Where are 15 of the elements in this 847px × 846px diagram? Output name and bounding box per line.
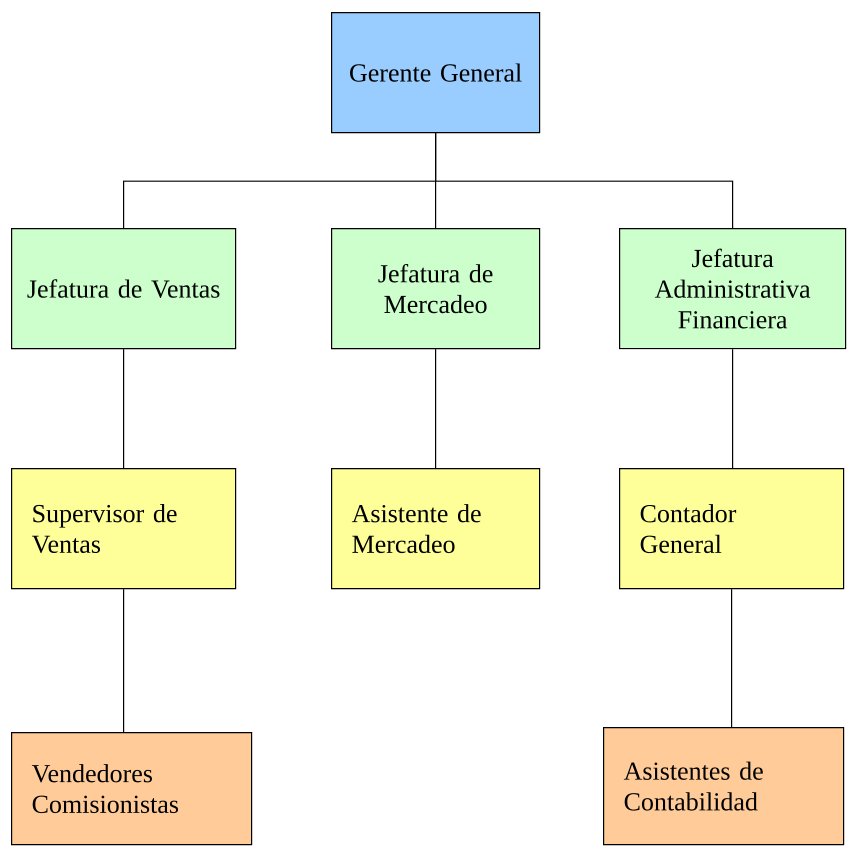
org-box: Asistentes de Contabilidad xyxy=(603,727,844,846)
org-box: Gerente General xyxy=(331,12,540,134)
org-box: Jefatura de Mercadeo xyxy=(331,228,540,350)
org-box: Supervisor de Ventas xyxy=(11,468,236,590)
connector-line xyxy=(435,349,436,468)
connector-line xyxy=(732,349,734,468)
connector-line xyxy=(123,349,124,468)
connector-line xyxy=(123,589,124,732)
org-box: Jefatura de Ventas xyxy=(11,228,236,350)
org-box: Jefatura Administrativa Financiera xyxy=(619,228,846,350)
org-box: Contador General xyxy=(619,468,844,590)
org-box: Asistente de Mercadeo xyxy=(331,468,540,590)
connector-line xyxy=(731,589,732,727)
org-box: Vendedores Comisionistas xyxy=(11,732,252,846)
connector-line xyxy=(435,133,734,228)
